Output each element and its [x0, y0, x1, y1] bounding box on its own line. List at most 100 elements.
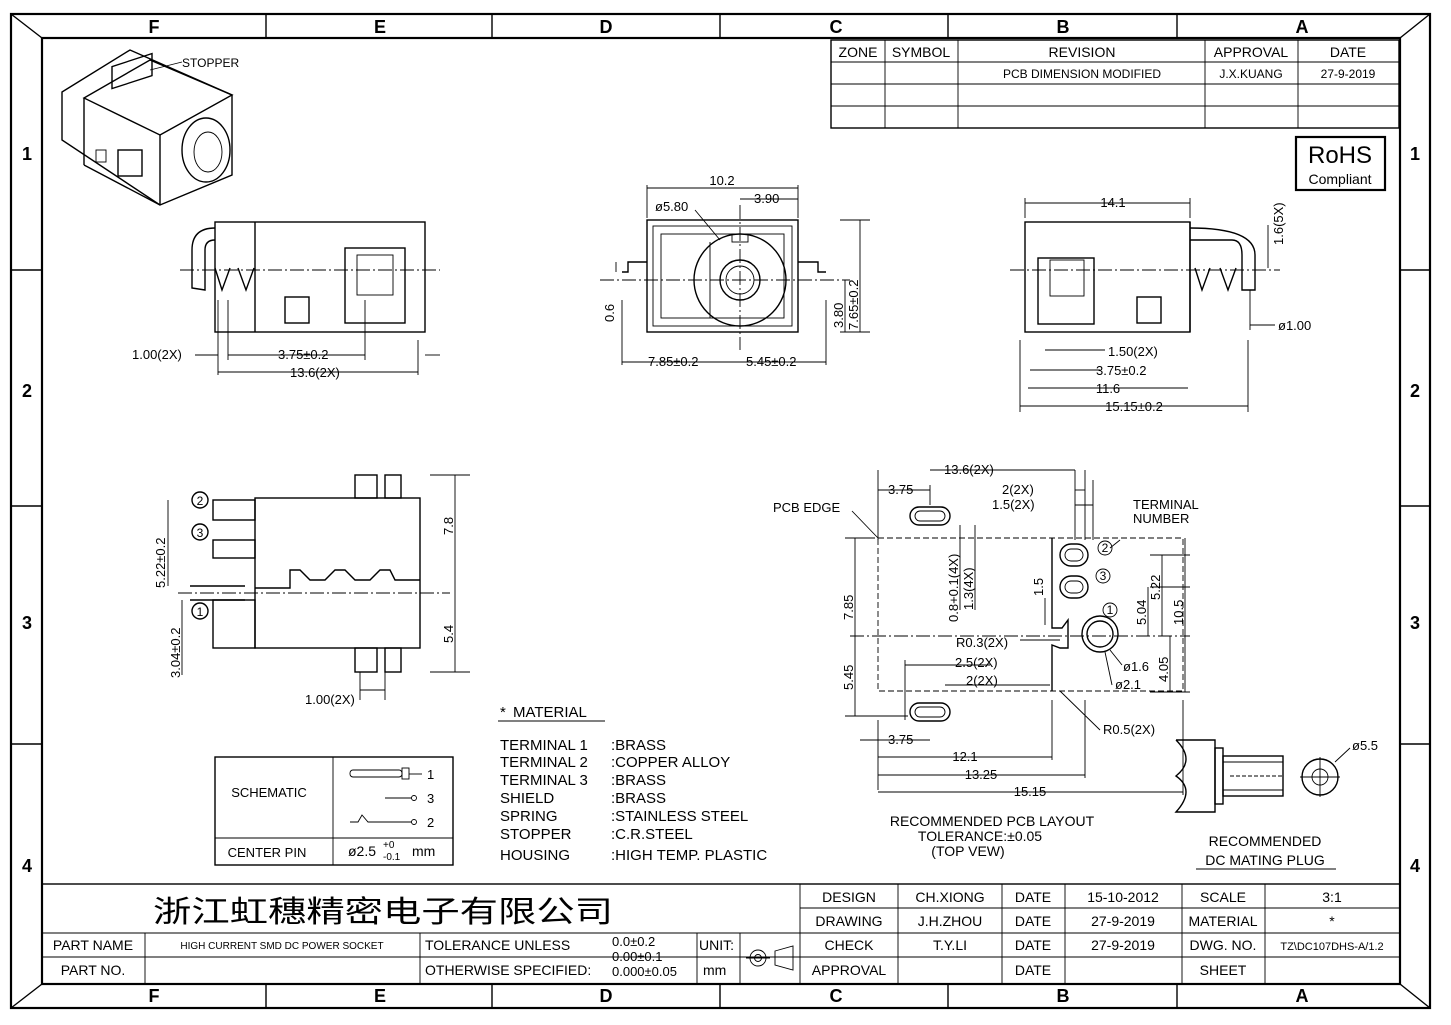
dim-label: 1.5(2X) — [992, 497, 1035, 512]
isometric-view: STOPPER — [61, 49, 239, 206]
material-name: HOUSING — [500, 847, 570, 864]
dim-label: 1.00(2X) — [132, 347, 182, 362]
rev-row-approval: J.X.KUANG — [1219, 67, 1282, 81]
dim-label: 7.85±0.2 — [648, 354, 699, 369]
col-label-bottom: E — [374, 986, 386, 1006]
schematic-pin: 2 — [427, 815, 434, 830]
tb-key: MATERIAL — [1189, 913, 1258, 929]
dim-label: 5.04 — [1134, 600, 1149, 625]
unit-value: mm — [703, 962, 726, 978]
pcb-caption: TOLERANCE:±0.05 — [918, 828, 1042, 844]
material-list: * MATERIAL TERMINAL 1 :BRASS TERMINAL 2 … — [498, 704, 767, 864]
row-label-left: 3 — [22, 613, 32, 633]
part-name: HIGH CURRENT SMD DC POWER SOCKET — [180, 941, 383, 952]
unit-label: UNIT: — [699, 937, 734, 953]
dim-label: 1.50(2X) — [1108, 344, 1158, 359]
material-name: SPRING — [500, 808, 558, 825]
dim-label: 13.25 — [965, 767, 998, 782]
view-front-left: 1.00(2X) 3.75±0.2 13.6(2X) — [132, 221, 440, 380]
rohs-title: RoHS — [1308, 142, 1372, 169]
material-value: :COPPER ALLOY — [611, 754, 730, 771]
rohs-badge: RoHS Compliant — [1294, 135, 1387, 192]
dim-label: 15.15 — [1014, 784, 1047, 799]
col-label-bottom: D — [600, 986, 613, 1006]
schematic-table: SCHEMATIC CENTER PIN 1 3 2 ø2.5 +0 -0.1 … — [214, 756, 454, 866]
terminal-number-label: NUMBER — [1133, 511, 1189, 526]
rev-row-date: 27-9-2019 — [1321, 67, 1376, 81]
center-pin-unit: mm — [412, 843, 435, 859]
tb-date-label: DATE — [1015, 937, 1051, 953]
dim-label: 3.75 — [888, 732, 913, 747]
tb-date-label: DATE — [1015, 913, 1051, 929]
center-pin-tol-plus: +0 — [383, 840, 395, 851]
material-name: TERMINAL 2 — [500, 754, 588, 771]
dim-label: 5.22 — [1148, 575, 1163, 600]
tb-name: J.H.ZHOU — [918, 913, 983, 929]
tb-name: T.Y.LI — [933, 937, 967, 953]
terminal-number-label: TERMINAL — [1133, 497, 1199, 512]
rev-header-date: DATE — [1330, 44, 1366, 60]
dim-label: 0.6 — [602, 304, 617, 322]
dim-label: 13.6(2X) — [290, 365, 340, 380]
terminal-number: 1 — [197, 605, 204, 619]
material-title: MATERIAL — [513, 704, 587, 721]
revision-table: ZONE SYMBOL REVISION APPROVAL DATE PCB D… — [830, 39, 1400, 129]
rev-header-approval: APPROVAL — [1214, 44, 1289, 60]
tb-label: APPROVAL — [812, 962, 887, 978]
terminal-number: 1 — [1107, 603, 1114, 617]
rev-header-revision: REVISION — [1049, 44, 1116, 60]
row-label-left: 1 — [22, 144, 32, 164]
material-value: :BRASS — [611, 737, 666, 754]
tb-date: 27-9-2019 — [1091, 937, 1155, 953]
dim-label: 7.8 — [441, 517, 456, 535]
terminal-number: 3 — [1100, 569, 1107, 583]
col-label-top: B — [1057, 17, 1070, 37]
tolerance-value: 0.00±0.1 — [612, 949, 663, 964]
col-label-top: C — [830, 17, 843, 37]
pcb-edge-label: PCB EDGE — [773, 500, 841, 515]
row-label-right: 3 — [1410, 613, 1420, 633]
schematic-label: SCHEMATIC — [231, 785, 307, 800]
tolerance-line1: TOLERANCE UNLESS — [425, 937, 570, 953]
tb-value: 3:1 — [1322, 889, 1342, 905]
dim-label: R0.5(2X) — [1103, 722, 1155, 737]
row-label-left: 4 — [22, 856, 32, 876]
dim-label: 15.15±0.2 — [1105, 399, 1163, 414]
col-label-top: F — [149, 17, 160, 37]
rohs-subtitle: Compliant — [1308, 171, 1371, 187]
tolerance-line2: OTHERWISE SPECIFIED: — [425, 962, 591, 978]
tb-date-label: DATE — [1015, 889, 1051, 905]
dim-label: 7.85 — [841, 595, 856, 620]
row-label-left: 2 — [22, 381, 32, 401]
dim-label: 2(2X) — [1002, 482, 1034, 497]
col-label-bottom: F — [149, 986, 160, 1006]
tb-label: CHECK — [824, 937, 874, 953]
dim-label: 3.75 — [888, 482, 913, 497]
dim-label: 13.6(2X) — [944, 462, 994, 477]
rev-header-zone: ZONE — [839, 44, 878, 60]
part-no-label: PART NO. — [61, 962, 126, 978]
center-pin-tol-minus: -0.1 — [383, 852, 401, 863]
title-block: 浙江虹穗精密电子有限公司 DESIGN CH.XIONG DATE 15-10-… — [41, 883, 1401, 985]
pcb-caption: RECOMMENDED PCB LAYOUT — [890, 813, 1095, 829]
material-name: SHIELD — [500, 790, 554, 807]
dim-label: ø5.80 — [655, 199, 688, 214]
dim-label: 3.90 — [754, 191, 779, 206]
col-label-bottom: C — [830, 986, 843, 1006]
material-value: :HIGH TEMP. PLASTIC — [611, 847, 767, 864]
row-label-right: 4 — [1410, 856, 1420, 876]
tolerance-value: 0.000±0.05 — [612, 964, 677, 979]
plug-caption: RECOMMENDED — [1209, 833, 1322, 849]
dim-label: R0.3(2X) — [956, 635, 1008, 650]
dim-label: 1.6(5X) — [1271, 202, 1286, 245]
dim-label: 7.65±0.2 — [846, 279, 861, 330]
dim-label: 11.6 — [1096, 381, 1120, 396]
view-front-right: 14.1 1.6(5X) ø1.00 1.50(2X) 3.75±0.2 11.… — [1010, 195, 1311, 414]
dim-label: 2.5(2X) — [955, 655, 998, 670]
dim-label: 5.45 — [841, 665, 856, 690]
plug-caption: DC MATING PLUG — [1205, 852, 1325, 868]
dim-label: 3.80 — [831, 303, 846, 328]
tolerance-value: 0.0±0.2 — [612, 934, 655, 949]
schematic-pin: 1 — [427, 767, 434, 782]
dim-label: 2(2X) — [966, 673, 998, 688]
